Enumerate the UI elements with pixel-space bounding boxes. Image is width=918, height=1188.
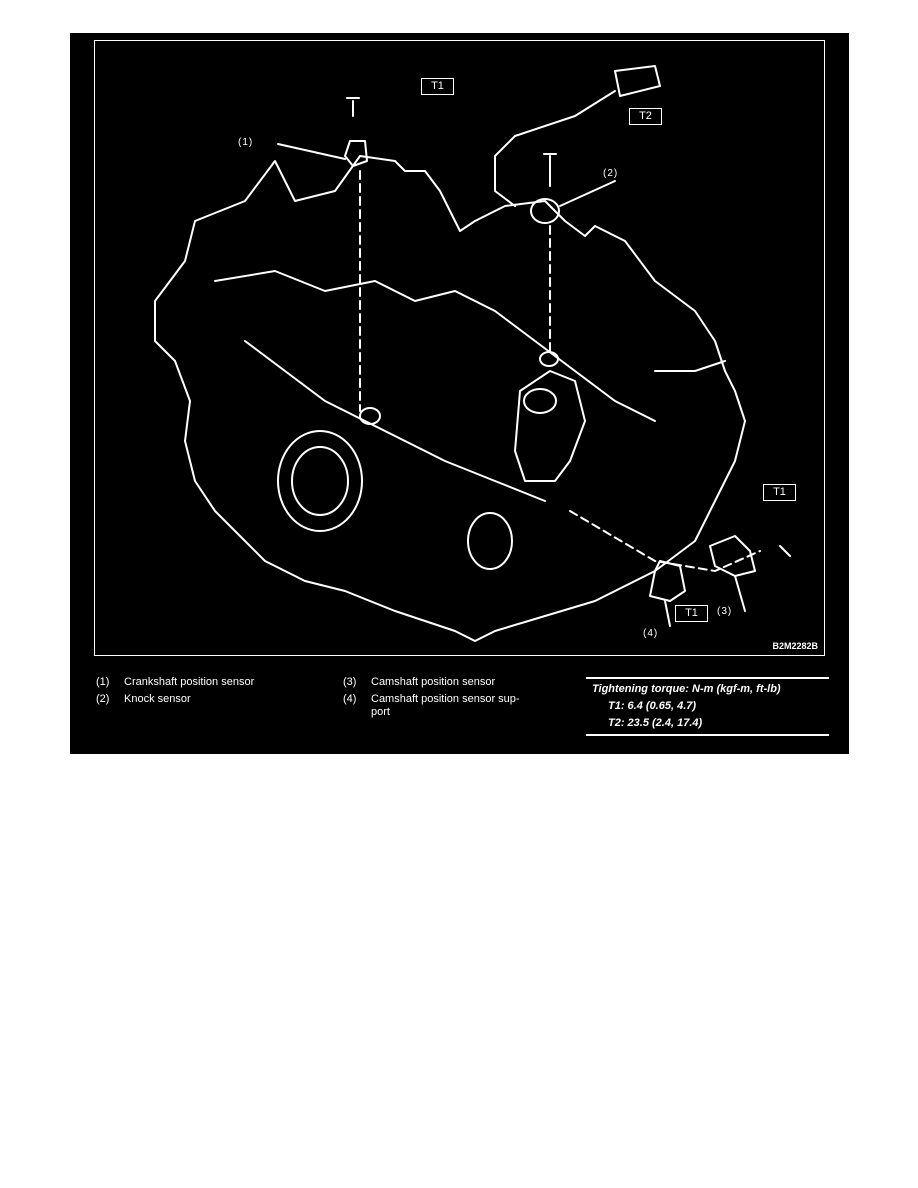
callout-3: (3) — [717, 606, 733, 617]
figure-panel: T1 T2 T1 T1 (1) (2) (3) (4) B2M2282B (1)… — [70, 33, 849, 754]
knock-sensor-body — [530, 198, 560, 224]
legend-number: (3) — [343, 676, 357, 688]
diagram-frame: T1 T2 T1 T1 (1) (2) (3) (4) B2M2282B — [94, 40, 825, 656]
legend-number: (2) — [96, 693, 110, 705]
engine-diagram — [154, 65, 791, 642]
crank-sensor-body — [344, 140, 368, 167]
torque-rule-top — [586, 677, 829, 679]
callout-4: (4) — [643, 628, 659, 639]
knock-sensor-wire — [494, 90, 616, 207]
intake-port — [523, 388, 557, 414]
torque-t1: T1: 6.4 (0.65, 4.7) — [608, 700, 697, 712]
figure-code: B2M2282B — [772, 641, 818, 651]
crank-pulley-inner — [291, 446, 349, 516]
cam-axis — [569, 510, 761, 572]
knock-sensor-mount — [539, 351, 559, 367]
cam-sensor-body — [709, 535, 756, 577]
torque-t2: T2: 23.5 (2.4, 17.4) — [608, 717, 703, 729]
callout-2: (2) — [603, 168, 619, 179]
legend-label: Camshaft position sensor — [371, 676, 496, 688]
intake-pipe — [514, 370, 586, 482]
bolt-t2 — [543, 153, 557, 187]
callout-1: (1) — [238, 137, 254, 148]
cam-sensor-bolt — [779, 545, 791, 557]
legend-number: (1) — [96, 676, 110, 688]
crank-sensor-mount — [359, 407, 381, 425]
knock-sensor-connector — [614, 65, 661, 97]
cylinder-head-line — [244, 340, 546, 502]
cam-support-leader — [664, 600, 671, 627]
torque-table: Tightening torque: N-m (kgf-m, ft-lb) T1… — [586, 677, 829, 737]
torque-tag-t1-bottom: T1 — [675, 605, 708, 622]
legend-number: (4) — [343, 693, 357, 705]
knock-sensor-leader — [559, 180, 616, 207]
engine-block-outline — [154, 155, 746, 642]
torque-rule-bottom — [586, 734, 829, 736]
bolt-t1-top — [346, 97, 360, 117]
torque-tag-t1-top: T1 — [421, 78, 454, 95]
engine-inner-line — [214, 270, 656, 422]
crank-pulley — [277, 430, 363, 532]
cam-support-body — [649, 560, 686, 602]
torque-title: Tightening torque: N-m (kgf-m, ft-lb) — [592, 683, 781, 695]
legend-label: Knock sensor — [124, 693, 191, 705]
hose — [654, 360, 726, 372]
torque-tag-t1-right: T1 — [763, 484, 796, 501]
cam-sensor-leader — [734, 575, 746, 612]
legend-label: Camshaft position sensor sup-port — [371, 693, 520, 718]
cam-pulley-hole — [467, 512, 513, 570]
crank-sensor-leader — [277, 143, 346, 160]
legend-label: Crankshaft position sensor — [124, 676, 255, 688]
torque-tag-t2: T2 — [629, 108, 662, 125]
